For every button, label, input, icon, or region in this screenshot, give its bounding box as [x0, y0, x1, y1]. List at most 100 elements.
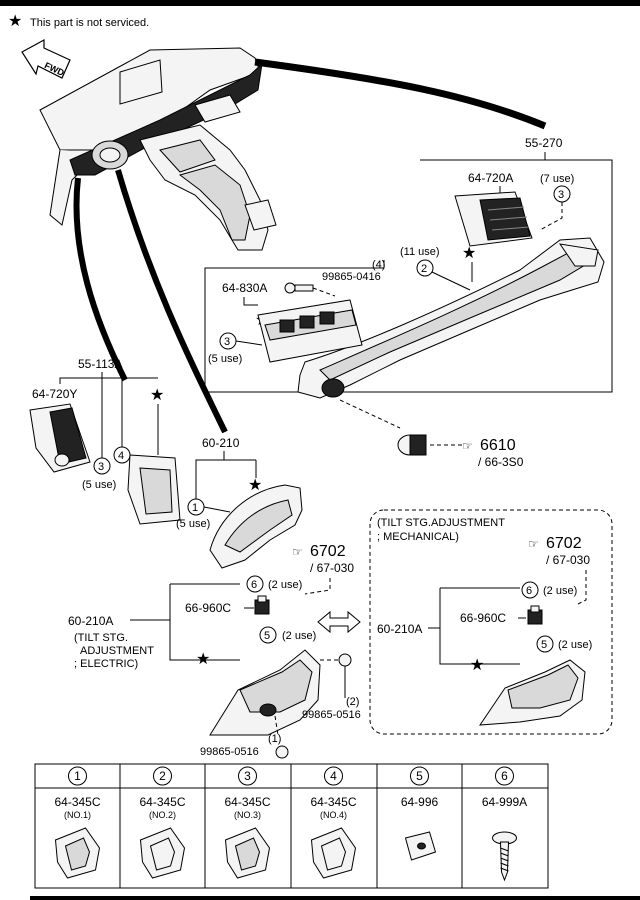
- legend-number: 3: [244, 769, 251, 783]
- legend-callout-3: [238, 766, 257, 786]
- label-64-720A: 64-720A: [468, 171, 513, 185]
- label-2-use-6-electric: (2 use): [268, 579, 302, 591]
- note-tilt-electric-2: ADJUSTMENT: [80, 645, 154, 657]
- label-64-830A: 64-830A: [222, 281, 267, 295]
- svg-text:3: 3: [224, 336, 230, 348]
- ref-66-3S0: / 66-3S0: [478, 455, 524, 469]
- ref-6702-center: 6702: [310, 543, 346, 560]
- svg-text:5: 5: [264, 630, 270, 642]
- label-99865-0416: 99865-0416: [322, 271, 381, 283]
- fwd-arrow-icon: FWD: [21, 38, 71, 79]
- reference-hand-icon-mech: ☞: [528, 537, 539, 551]
- bolt-99865-0516-right: [338, 653, 352, 667]
- switch-64-830A: [257, 299, 363, 363]
- svg-text:5: 5: [541, 639, 547, 651]
- label-5-use-113A: (5 use): [82, 479, 116, 491]
- column-cover-60-210: [209, 484, 303, 569]
- star-symbol: ★: [8, 13, 22, 30]
- legend-part-sub: (NO.4): [320, 810, 347, 820]
- note-tilt-electric-1: (TILT STG.: [74, 632, 128, 644]
- star-symbol-60-210: ★: [248, 477, 262, 494]
- ref-67-030-center: / 67-030: [310, 561, 354, 575]
- callout-6-mech: [521, 581, 539, 599]
- callout-3-113A: [93, 457, 111, 475]
- bolt-99865-0416: [284, 282, 314, 294]
- legend-number: 1: [74, 769, 81, 783]
- legend-part-number: 64-345C: [224, 795, 270, 809]
- label-2-use-5-electric: (2 use): [282, 630, 316, 642]
- callout-2: [416, 259, 434, 277]
- label-60-210: 60-210: [202, 436, 240, 450]
- label-66-960C-mech: 66-960C: [460, 611, 506, 625]
- legend-number: 5: [416, 769, 423, 783]
- callout-5-mech: [536, 635, 554, 653]
- knob-6610: [397, 434, 427, 456]
- label-99865-0516-bottom: 99865-0516: [200, 746, 259, 758]
- bottom-rule: [30, 896, 640, 900]
- ref-6610: 6610: [480, 437, 516, 454]
- note-tilt-mechanical-2: ; MECHANICAL): [377, 531, 459, 543]
- reference-hand-icon-center: ☞: [292, 545, 303, 559]
- star-symbol-electric: ★: [196, 651, 210, 668]
- label-64-720Y: 64-720Y: [32, 387, 77, 401]
- clip-illustration-icon: [54, 827, 101, 879]
- svg-text:6: 6: [526, 585, 532, 597]
- leader-band-left: [73, 177, 128, 382]
- legend-part-sub: (NO.1): [64, 810, 91, 820]
- legend-cell-1: 1 64-345C(NO.1): [54, 766, 101, 879]
- leader-band-top: [254, 58, 547, 130]
- legend-number: 6: [501, 769, 508, 783]
- vent-64-720A: [454, 191, 533, 247]
- star-symbol-mech: ★: [470, 657, 484, 674]
- column-cover-lower-electric: [209, 649, 321, 736]
- group-frame-55-270: [204, 152, 613, 393]
- mechanical-variant-box: [369, 509, 613, 735]
- reference-hand-icon: ☞: [462, 439, 473, 453]
- svg-text:1: 1: [192, 502, 198, 514]
- clip-illustration-icon: [224, 827, 271, 879]
- label-60-210A-mech: 60-210A: [377, 622, 422, 636]
- label-bolt-qty-2: (2): [346, 696, 359, 708]
- legend-cell-2: 264-345C(NO.2): [139, 766, 186, 879]
- svg-text:2: 2: [421, 263, 427, 275]
- svg-text:6: 6: [251, 579, 257, 591]
- label-11-use: (11 use): [400, 246, 440, 258]
- leader-band-center: [115, 169, 228, 434]
- ref-6702-mech: 6702: [546, 535, 582, 552]
- header-note: This part is not serviced.: [30, 17, 149, 29]
- callout-6-electric: [246, 575, 264, 593]
- svg-text:3: 3: [98, 461, 104, 473]
- label-66-960C-electric: 66-960C: [185, 601, 231, 615]
- label-bolt-qty-1: (1): [268, 733, 281, 745]
- label-5-use-60-210: (5 use): [176, 518, 210, 530]
- legend-part-number: 64-345C: [139, 795, 185, 809]
- label-55-113A: 55-113A: [78, 357, 122, 371]
- legend-callout-1: [68, 766, 87, 786]
- legend-callout-5: [410, 766, 429, 786]
- legend-callout-2: [153, 766, 172, 786]
- svg-text:4: 4: [118, 450, 124, 462]
- legend-part-number: 64-996: [401, 795, 439, 809]
- clip-illustration-icon: [139, 827, 186, 879]
- star-symbol-113A: ★: [150, 387, 164, 404]
- label-60-210A-electric: 60-210A: [68, 614, 113, 628]
- clip-illustration-icon: [404, 831, 437, 861]
- bezel-55-113A: [127, 454, 181, 525]
- legend-callout-4: [324, 766, 343, 786]
- top-rule: [0, 0, 640, 6]
- legend-callout-6: [495, 766, 514, 786]
- note-tilt-mechanical-1: (TILT STG.ADJUSTMENT: [377, 517, 505, 529]
- clip-illustration-icon: [492, 831, 517, 882]
- legend-number: 2: [159, 769, 166, 783]
- column-cover-lower-mech: [479, 659, 586, 726]
- star-symbol-55-270: ★: [462, 245, 476, 262]
- label-7-use: (7 use): [540, 173, 574, 185]
- legend-part-sub: (NO.3): [234, 810, 261, 820]
- legend-cell-3: 3 64-345C(NO.3): [224, 766, 271, 879]
- label-2-use-5-mech: (2 use): [558, 639, 592, 651]
- legend-part-number: 64-345C: [54, 795, 100, 809]
- legend-number: 4: [330, 769, 337, 783]
- label-bolt-qty-4: (4): [372, 259, 385, 271]
- callout-5-electric: [259, 626, 277, 644]
